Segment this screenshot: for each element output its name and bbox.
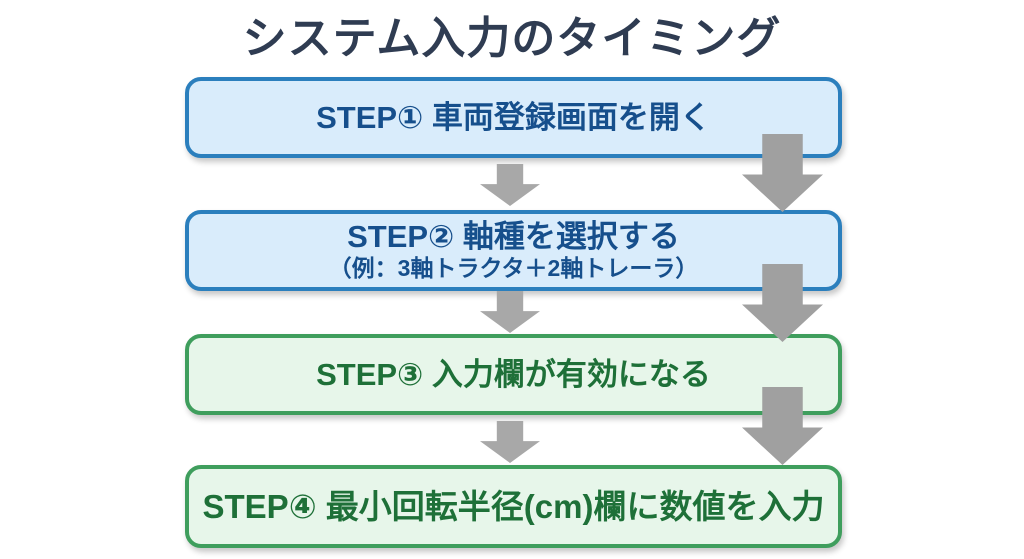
step-2-label: STEP② 軸種を選択する — [347, 218, 680, 254]
diagram-title: システム入力のタイミング — [242, 14, 782, 63]
step-3-label: STEP③ 入力欄が有効になる — [316, 356, 711, 392]
step-2-sublabel: （例：3軸トラクタ＋2軸トレーラ） — [328, 254, 699, 281]
step-3-box: STEP③ 入力欄が有効になる — [185, 334, 842, 415]
down-arrow-icon — [480, 291, 540, 333]
step-2-box: STEP② 軸種を選択する （例：3軸トラクタ＋2軸トレーラ） — [185, 210, 842, 291]
step-4-label: STEP④ 最小回転半径(cm)欄に数値を入力 — [202, 487, 825, 525]
step-1-label: STEP① 車両登録画面を開く — [316, 99, 711, 135]
down-arrow-icon — [480, 421, 540, 463]
down-arrow-icon — [480, 164, 540, 206]
step-4-box: STEP④ 最小回転半径(cm)欄に数値を入力 — [185, 465, 842, 548]
step-1-box: STEP① 車両登録画面を開く — [185, 77, 842, 158]
